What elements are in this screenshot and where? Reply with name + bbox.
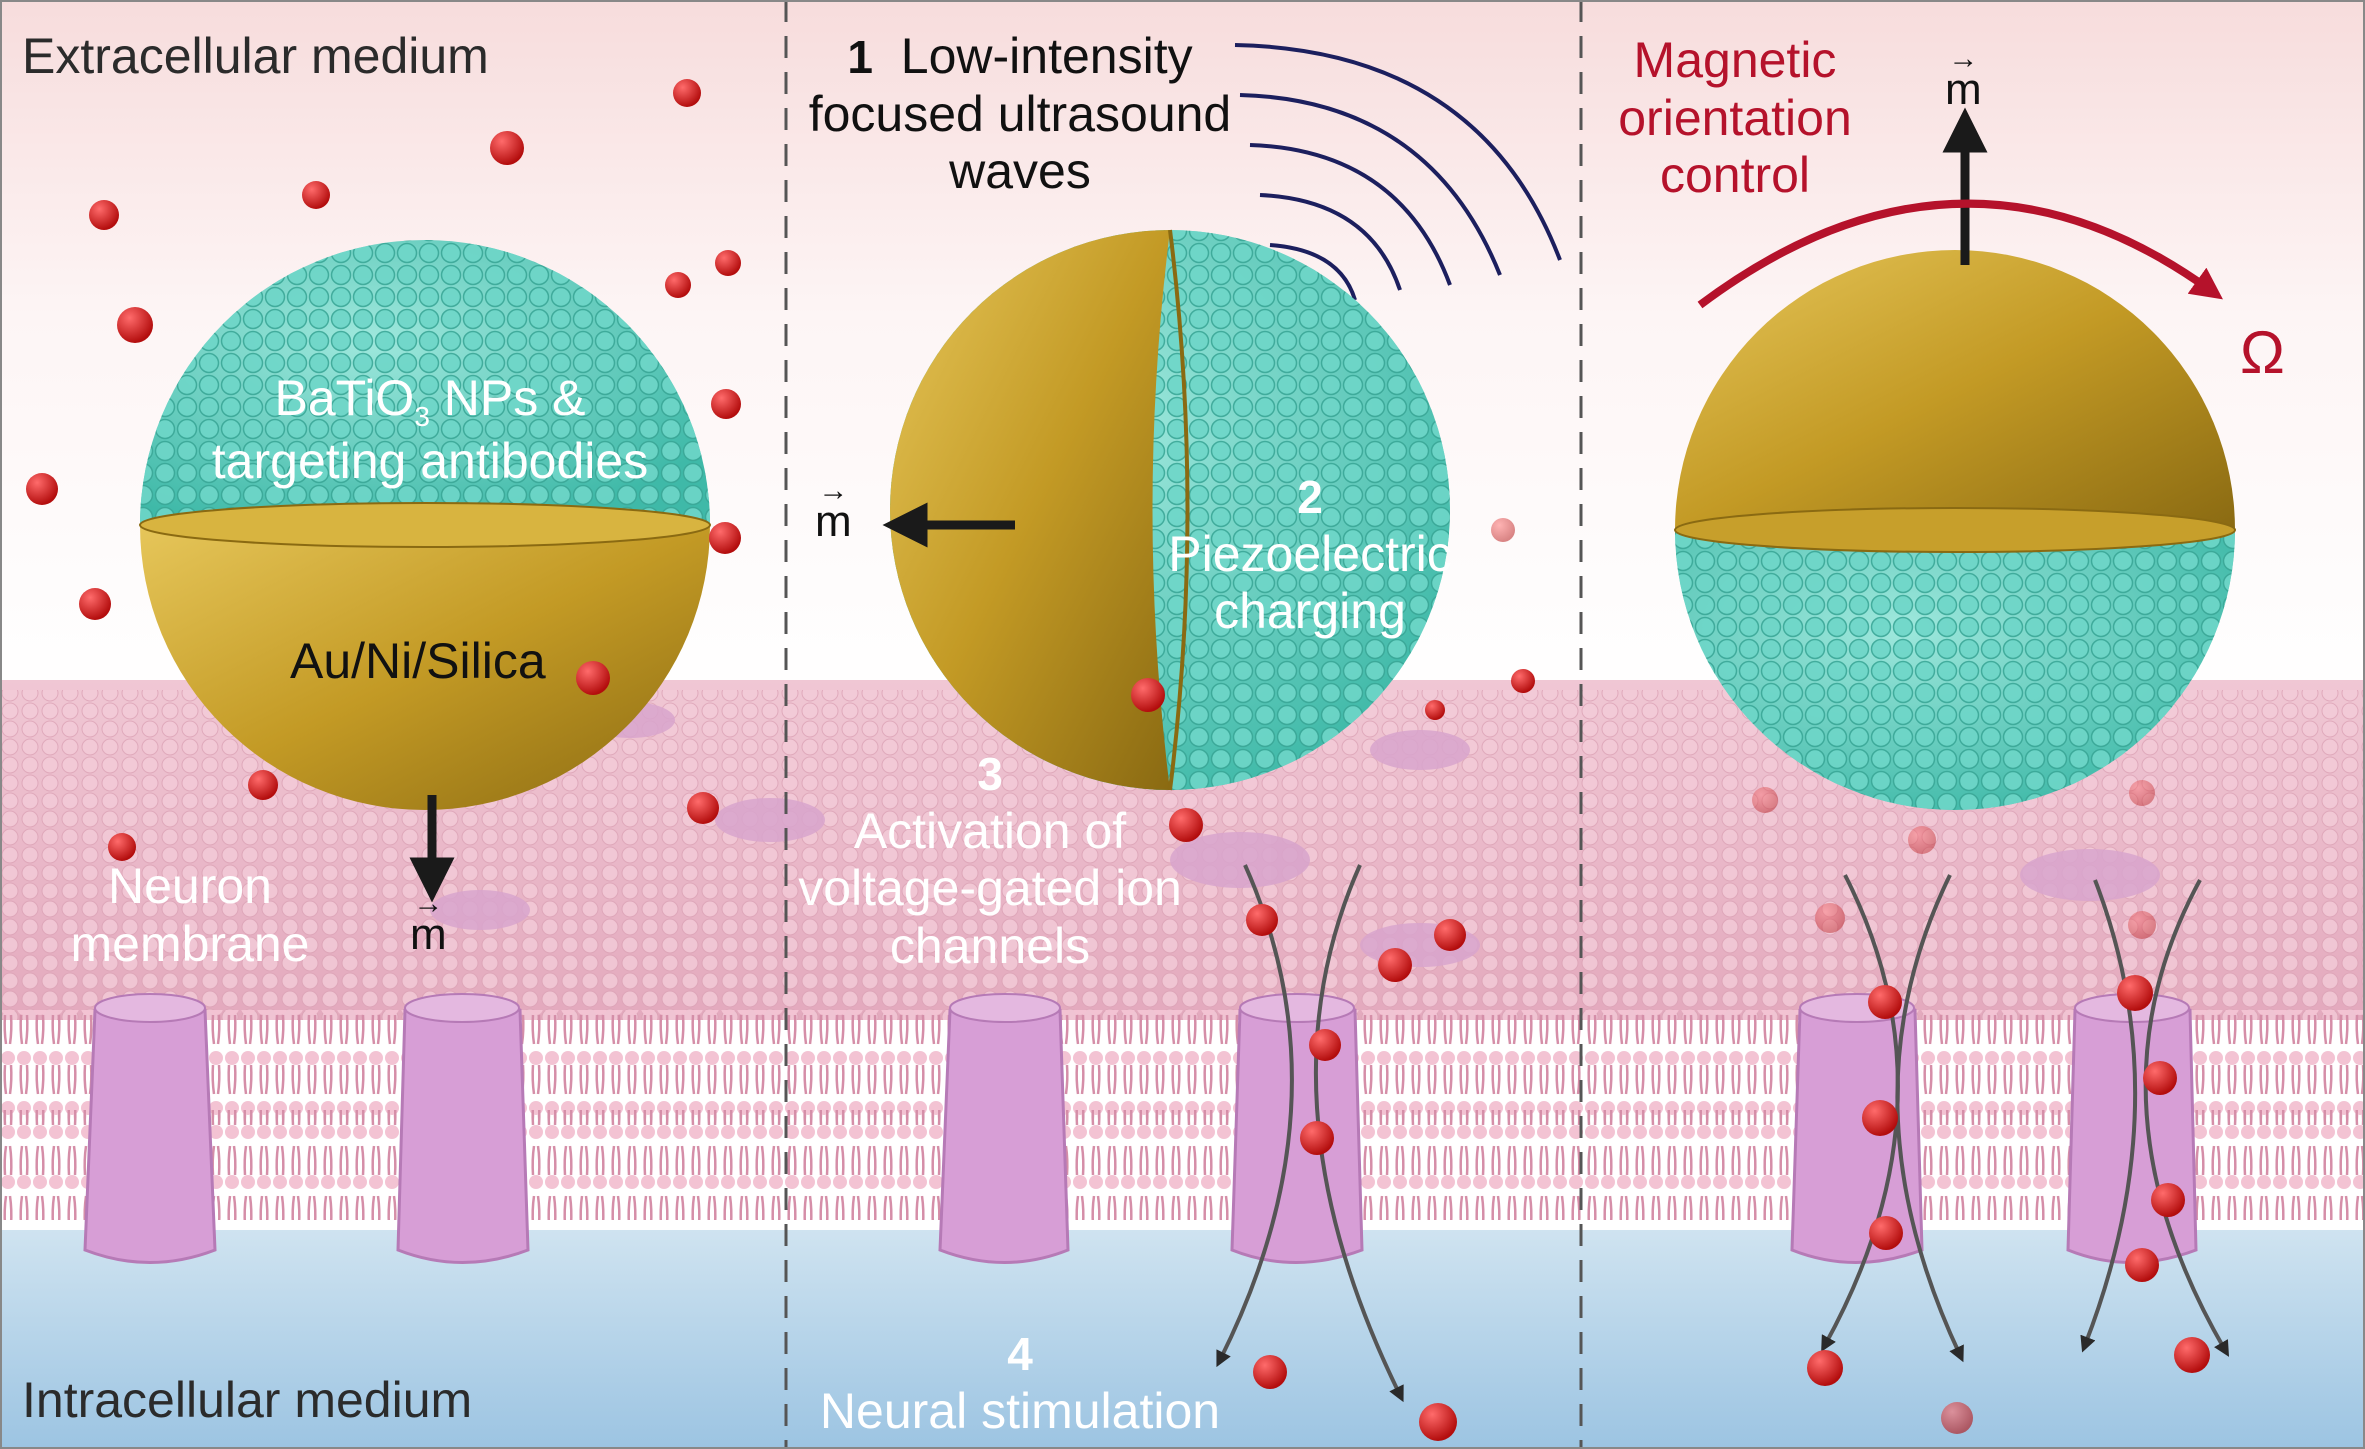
step3-line2: voltage-gated ion [798,860,1182,916]
step2-number: 2 [1297,471,1323,523]
batio-subscript: 3 [414,401,430,432]
step1-line1: Low-intensity [900,28,1193,84]
step4-number: 4 [1007,1328,1033,1380]
extracellular-label: Extracellular medium [22,28,489,84]
ion-channel-tops [94,993,2190,1023]
step1-line2: focused ultrasound [808,85,1232,142]
m-vector-right-symbol: m [1945,65,1982,114]
nanoparticle-middle [882,229,1450,791]
batio-text-b: NPs & [429,370,586,426]
neuron-label-line2: membrane [70,915,310,972]
step2-label: 2 Piezoelectric charging [1150,468,1470,641]
m-vector-middle: → m [815,476,852,546]
batio-label: BaTiO3 NPs & targeting antibodies [200,370,660,491]
ion-flow-arrows [1216,864,2230,1403]
batio-text-line2: targeting antibodies [211,433,649,490]
step2-line1: Piezoelectric [1168,525,1452,582]
batio-text-a: BaTiO [274,370,415,426]
nanoparticle-right [1674,107,2236,810]
step4-line1: Neural stimulation [819,1382,1221,1439]
step2-line2: charging [1214,583,1406,639]
ultrasound-waves [1234,43,1562,301]
neuron-label-line1: Neuron [108,858,272,914]
step3-label: 3 Activation of voltage-gated ion channe… [780,745,1200,975]
bilayer-upper [0,1010,2365,1120]
step3-line1: Activation of [853,802,1127,859]
neuron-membrane-label: Neuron membrane [50,858,330,973]
step1-label: 1 Low-intensity focused ultrasound waves [795,28,1245,201]
magnetic-line3: control [1659,147,1811,203]
step3-number: 3 [977,748,1003,800]
nanoparticle-left [139,240,711,903]
m-vector-middle-symbol: m [815,497,852,546]
rotation-arrow [1697,199,2223,309]
magnetic-line1: Magnetic [1633,32,1837,88]
intracellular-label: Intracellular medium [22,1372,473,1428]
step1-number: 1 [847,31,873,83]
bilayer-lower [0,1110,2365,1220]
shell-label: Au/Ni/Silica [290,633,546,689]
m-vector-left: → m [410,889,447,959]
step3-line3: channels [889,917,1091,974]
ions [26,79,2210,1441]
omega-label: Ω [2240,319,2285,386]
step1-line3: waves [949,143,1091,199]
step4-label: 4 Neural stimulation [790,1325,1250,1440]
magnetic-control-label: Magnetic orientation control [1590,32,1880,205]
m-vector-right: → m [1945,44,1982,114]
magnetic-line2: orientation [1618,89,1852,146]
m-vector-left-symbol: m [410,910,447,959]
